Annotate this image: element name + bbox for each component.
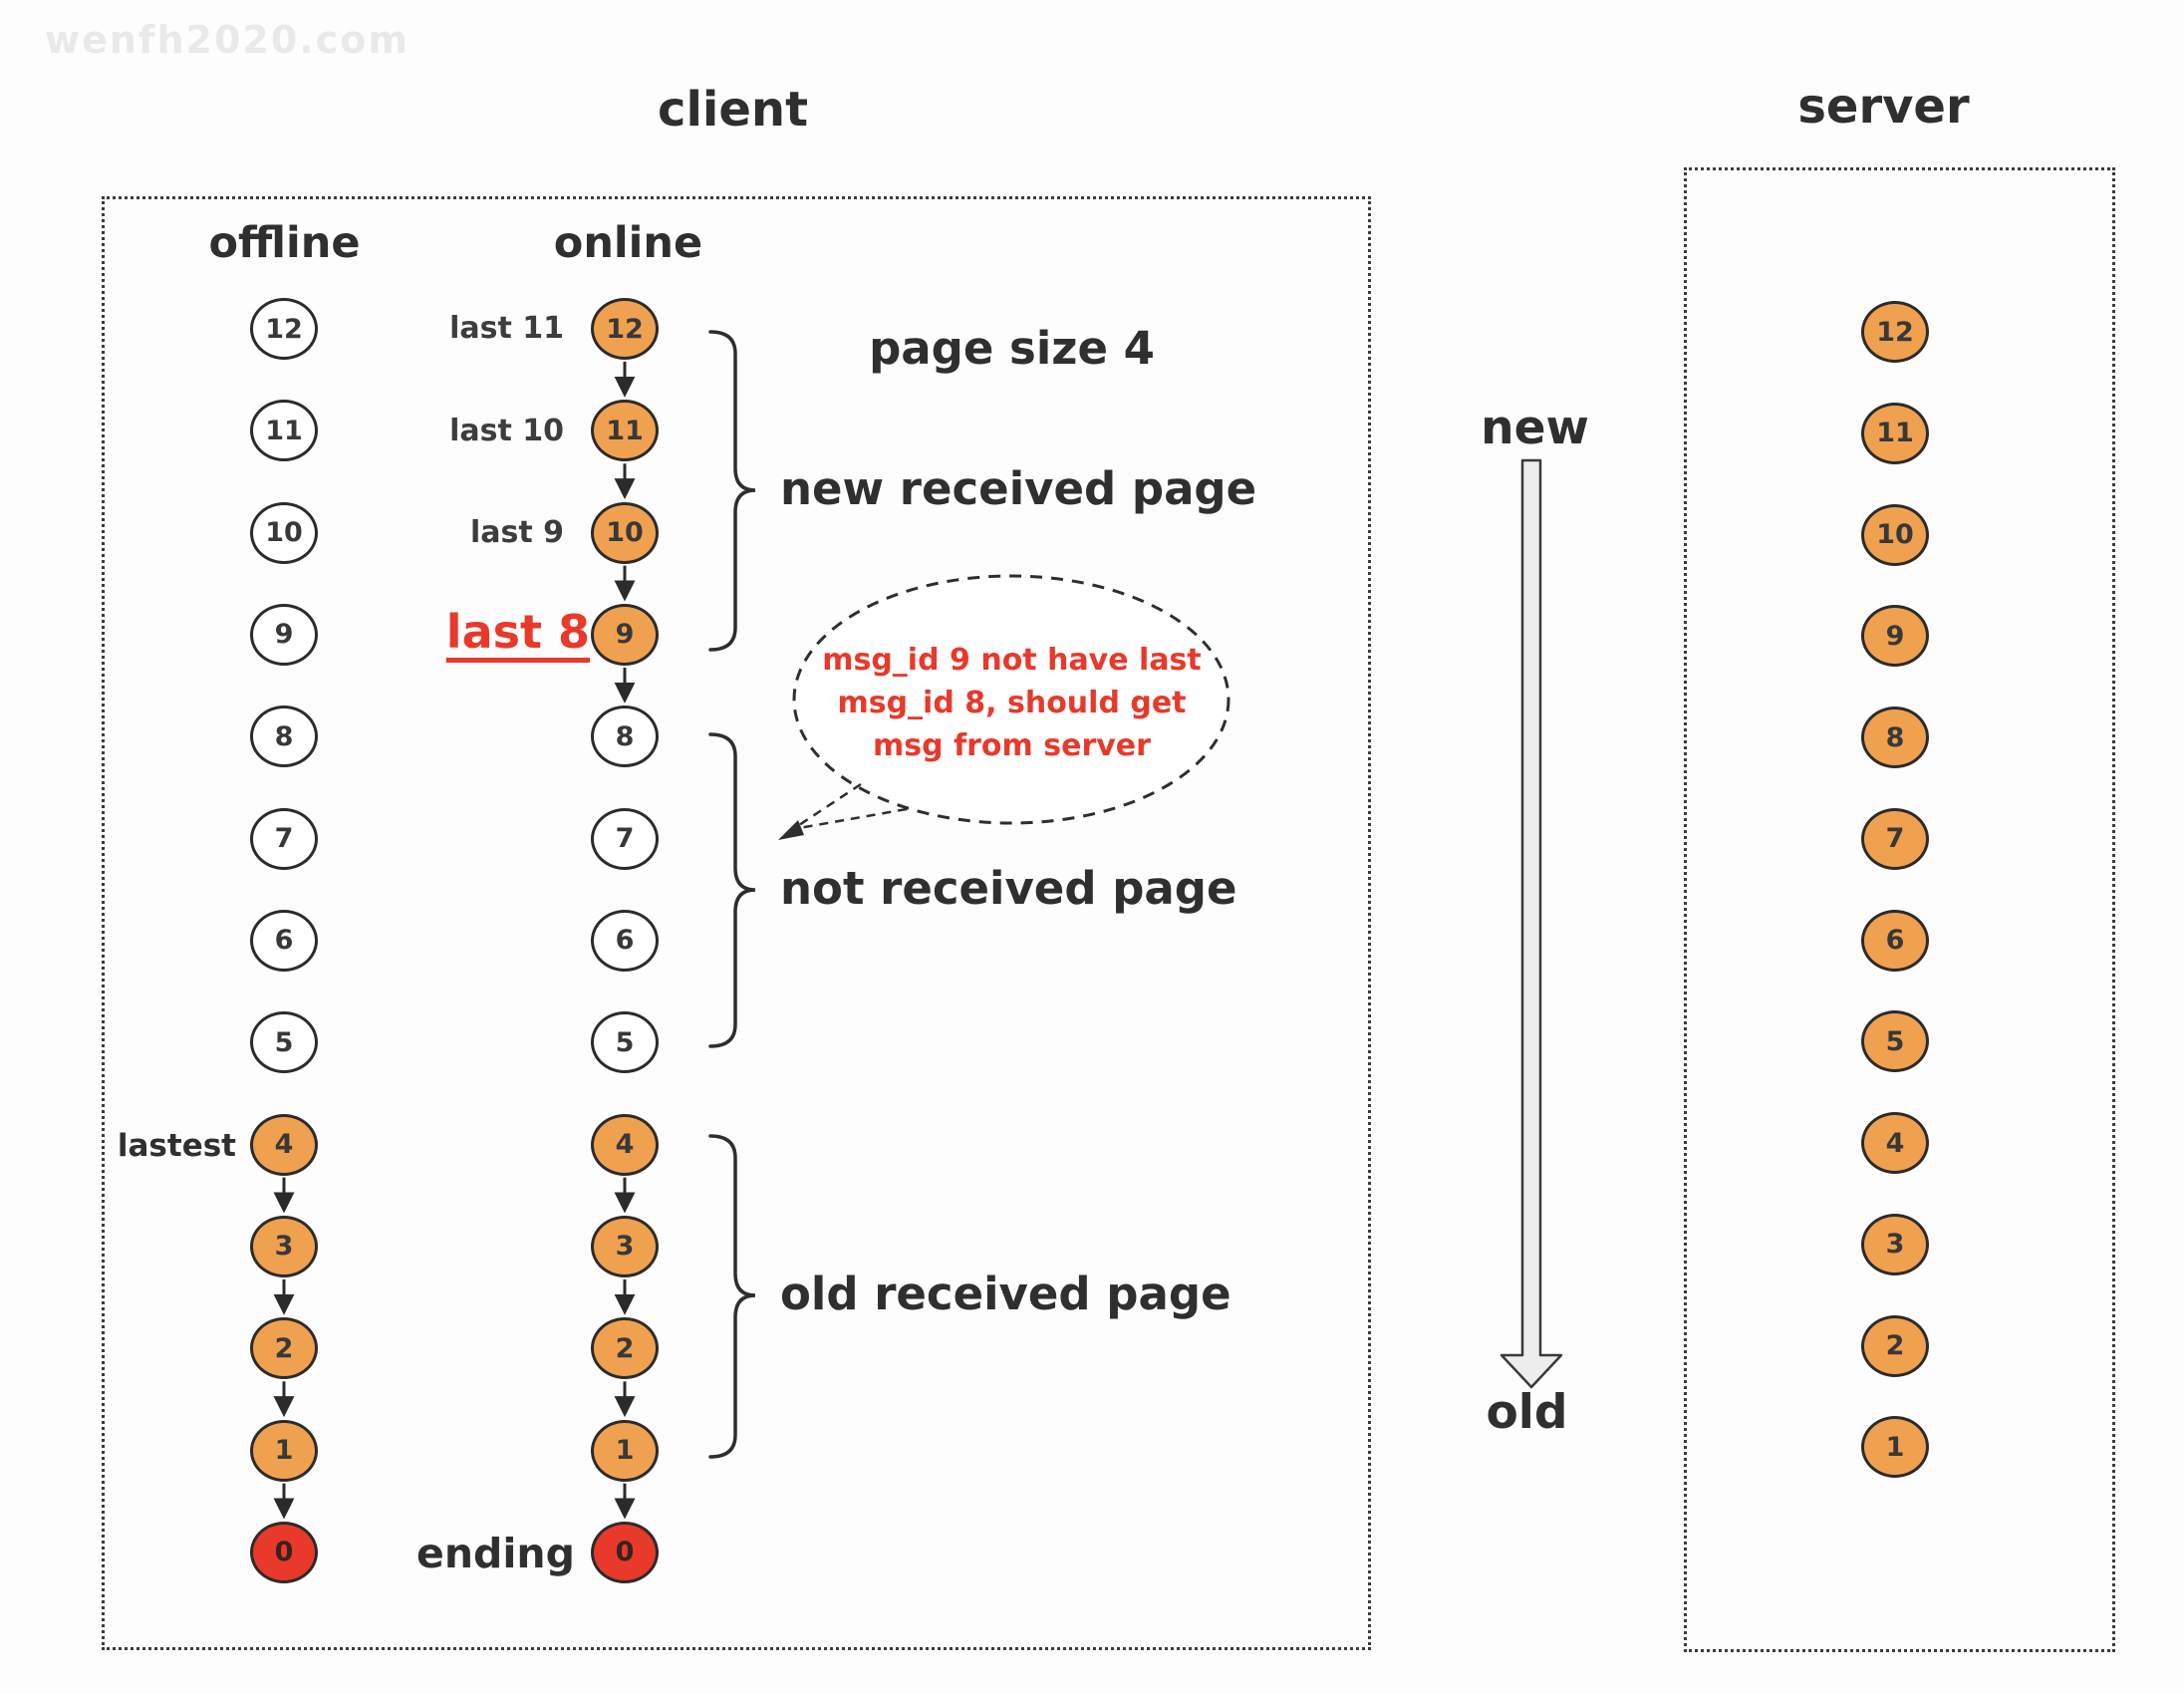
online-node-12: 12	[591, 298, 659, 360]
online-node-2: 2	[591, 1317, 659, 1380]
server-node-2: 2	[1861, 1314, 1929, 1377]
speech-bubble	[792, 574, 1230, 825]
label-new-received-page: new received page	[780, 462, 1257, 515]
offline-node-11: 11	[250, 400, 318, 462]
label-lastest: lastest	[117, 1128, 236, 1164]
page-size-note: page size 4	[869, 322, 1155, 375]
server-node-5: 5	[1861, 1010, 1929, 1073]
offline-node-1: 1	[250, 1419, 318, 1482]
online-node-11: 11	[591, 400, 659, 462]
online-node-5: 5	[591, 1011, 659, 1074]
bubble-line-3: msg from server	[873, 728, 1151, 763]
watermark: wenfh2020.com	[45, 18, 410, 62]
server-node-6: 6	[1861, 909, 1929, 972]
new-to-old-flow-arrow	[1500, 458, 1563, 1389]
server-node-12: 12	[1861, 301, 1929, 363]
offline-node-5: 5	[250, 1011, 318, 1074]
offline-node-10: 10	[250, 501, 318, 564]
online-node-8: 8	[591, 706, 659, 768]
client-box	[102, 196, 1371, 1650]
bubble-line-2: msg_id 8, should get	[837, 686, 1187, 720]
label-old-received-page: old received page	[780, 1268, 1231, 1320]
server-node-8: 8	[1861, 706, 1929, 768]
label-not-received-page: not received page	[780, 862, 1237, 915]
speech-bubble-tail-2	[798, 807, 908, 830]
label-last-9: last 9	[469, 515, 564, 550]
client-title: client	[657, 82, 809, 138]
online-node-10: 10	[591, 501, 659, 564]
server-node-3: 3	[1861, 1213, 1929, 1275]
brace-not-received-page	[708, 732, 756, 1048]
server-node-4: 4	[1861, 1112, 1929, 1174]
label-last-10: last 10	[449, 414, 564, 448]
online-node-0: 0	[591, 1521, 659, 1583]
online-node-1: 1	[591, 1419, 659, 1482]
offline-node-0: 0	[250, 1521, 318, 1583]
label-ending: ending	[416, 1530, 575, 1577]
offline-node-3: 3	[250, 1215, 318, 1277]
offline-column-header: offline	[208, 218, 361, 268]
server-title: server	[1797, 79, 1970, 135]
server-node-10: 10	[1861, 503, 1929, 566]
offline-node-2: 2	[250, 1317, 318, 1380]
offline-node-8: 8	[250, 706, 318, 768]
server-node-1: 1	[1861, 1416, 1929, 1479]
offline-node-6: 6	[250, 909, 318, 972]
offline-node-4: 4	[250, 1113, 318, 1176]
label-last-11: last 11	[449, 311, 564, 346]
online-column-header: online	[553, 218, 703, 268]
speech-bubble-tail	[795, 782, 862, 829]
offline-node-9: 9	[250, 603, 318, 666]
brace-old-received-page	[708, 1134, 756, 1459]
online-node-9: 9	[591, 603, 659, 666]
label-old: old	[1486, 1385, 1568, 1440]
server-box	[1684, 167, 2115, 1652]
label-new: new	[1481, 401, 1589, 455]
speech-bubble-text: msg_id 9 not have last msg_id 8, should …	[810, 639, 1214, 767]
label-last-8-highlight: last 8	[445, 605, 590, 659]
brace-new-received-page	[708, 330, 756, 652]
speech-bubble-tail-tip	[778, 820, 804, 840]
online-node-6: 6	[591, 909, 659, 972]
online-node-4: 4	[591, 1113, 659, 1176]
server-node-7: 7	[1861, 807, 1929, 870]
offline-node-7: 7	[250, 807, 318, 870]
online-node-3: 3	[591, 1215, 659, 1277]
server-node-9: 9	[1861, 605, 1929, 668]
server-node-11: 11	[1861, 402, 1929, 464]
offline-node-12: 12	[250, 298, 318, 360]
bubble-line-1: msg_id 9 not have last	[822, 643, 1202, 678]
online-node-7: 7	[591, 807, 659, 870]
